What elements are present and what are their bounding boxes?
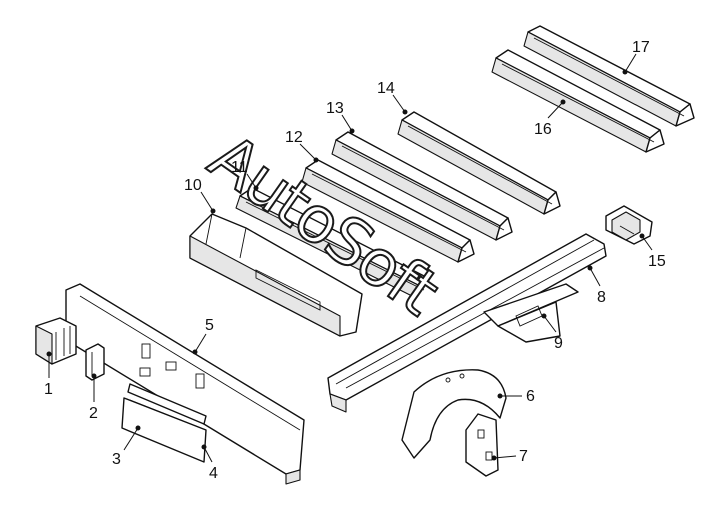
part-3 <box>121 397 207 463</box>
part-9 <box>483 283 579 343</box>
callout-9: 9 <box>541 313 563 352</box>
part-13 <box>331 131 513 241</box>
part-17 <box>523 25 695 127</box>
callout-16: 16 <box>534 99 566 138</box>
part-4 <box>127 383 207 425</box>
svg-text:7: 7 <box>519 448 528 465</box>
callout-3: 3 <box>112 425 141 468</box>
callout-1: 1 <box>44 351 53 398</box>
callout-15: 15 <box>639 233 666 270</box>
part-11 <box>235 187 429 299</box>
svg-text:10: 10 <box>184 177 202 194</box>
svg-text:4: 4 <box>209 465 218 482</box>
svg-text:1: 1 <box>44 381 53 398</box>
svg-text:5: 5 <box>205 317 214 334</box>
callout-12: 12 <box>285 129 319 163</box>
callout-10: 10 <box>184 177 216 214</box>
callout-2: 2 <box>89 373 98 422</box>
callout-7: 7 <box>491 448 528 465</box>
callout-14: 14 <box>377 80 408 115</box>
part-8 <box>327 233 607 413</box>
svg-text:12: 12 <box>285 129 303 146</box>
part-7 <box>465 413 499 477</box>
svg-text:14: 14 <box>377 80 395 97</box>
callout-6: 6 <box>497 388 535 405</box>
part-6 <box>401 369 507 459</box>
svg-text:13: 13 <box>326 100 344 117</box>
svg-text:11: 11 <box>231 159 248 176</box>
part-2 <box>85 343 105 381</box>
svg-text:8: 8 <box>597 289 606 306</box>
callout-4: 4 <box>201 444 218 482</box>
svg-text:3: 3 <box>112 451 121 468</box>
callout-5: 5 <box>192 317 214 355</box>
callout-17: 17 <box>622 39 650 75</box>
callout-13: 13 <box>326 100 355 134</box>
svg-text:2: 2 <box>89 405 98 422</box>
part-16 <box>491 49 665 153</box>
svg-text:16: 16 <box>534 121 552 138</box>
part-15 <box>605 205 653 245</box>
callout-11: 11 <box>231 159 259 191</box>
callout-8: 8 <box>587 265 606 306</box>
svg-text:15: 15 <box>648 253 666 270</box>
svg-text:17: 17 <box>632 39 650 56</box>
part-1 <box>35 317 77 365</box>
svg-text:6: 6 <box>526 388 535 405</box>
part-14 <box>397 111 561 215</box>
part-12 <box>301 159 475 263</box>
part-10 <box>189 213 363 337</box>
svg-text:9: 9 <box>554 335 563 352</box>
